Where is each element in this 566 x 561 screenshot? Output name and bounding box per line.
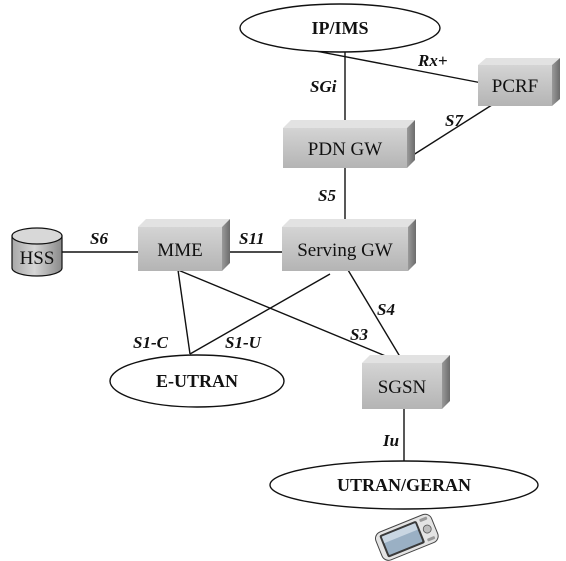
utran-geran-label: UTRAN/GERAN [337,475,471,495]
s11-label: S11 [239,229,265,248]
pdn-gw-node: PDN GW [283,120,415,168]
handheld-device-icon [375,513,439,561]
pcrf-label: PCRF [492,76,538,97]
pdn-gw-label: PDN GW [308,139,382,160]
ip-ims-label: IP/IMS [311,18,368,38]
utran-geran-node: UTRAN/GERAN [269,460,539,510]
hss-label: HSS [20,248,55,269]
hss-node: HSS [11,227,63,277]
s1c-link [177,269,191,355]
serving-gw-node: Serving GW [282,219,416,271]
sgi-label: SGi [310,77,337,96]
sgsn-label: SGSN [378,377,427,398]
s1c-label: S1-C [133,333,169,352]
rx-label: Rx+ [417,51,448,70]
s3-label: S3 [350,325,368,344]
iu-label: Iu [382,431,399,450]
rx-link [299,47,483,84]
e-utran-label: E-UTRAN [156,371,238,391]
s1u-label: S1-U [225,333,262,352]
mme-sgsn-s3-link [177,269,401,363]
s7-label: S7 [445,111,464,130]
s6-label: S6 [90,229,108,248]
mme-label: MME [157,240,202,261]
pcrf-node: PCRF [478,58,560,106]
s4-label: S4 [377,300,395,319]
s4-link [347,269,403,361]
ip-ims-node: IP/IMS [239,3,441,53]
s1u-link [189,273,331,355]
connections [62,47,496,462]
s5-label: S5 [318,186,336,205]
sgsn-node: SGSN [362,355,450,409]
e-utran-node: E-UTRAN [109,354,285,408]
s7-link [409,102,496,158]
mme-node: MME [138,219,230,271]
serving-gw-label: Serving GW [297,240,393,261]
